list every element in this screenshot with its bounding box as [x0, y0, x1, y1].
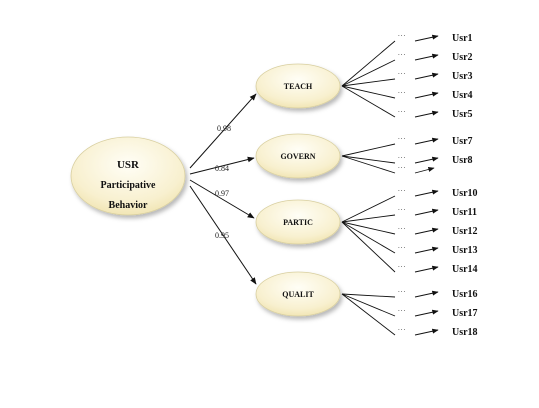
factor-to-item-line — [341, 214, 396, 223]
factor-to-item-line — [341, 85, 396, 99]
item-loading: ... — [398, 324, 406, 332]
path-coefficient: 0.98 — [217, 124, 231, 133]
path-coefficient: 0.95 — [215, 231, 229, 240]
factor-to-item-line — [341, 293, 396, 336]
factor-to-item-line — [341, 155, 396, 164]
item-label: Usr3 — [452, 71, 473, 82]
item-arrow — [414, 189, 439, 197]
nodes-layer — [70, 63, 341, 317]
item-label: Usr14 — [452, 264, 478, 275]
item-arrow — [414, 328, 439, 336]
item-arrow — [414, 167, 435, 174]
edges-layer — [189, 34, 439, 336]
factor-node-label: GOVERN — [280, 152, 315, 161]
factor-node-label: QUALIT — [282, 290, 314, 299]
root-node-label-line: Behavior — [109, 200, 148, 211]
item-arrow — [414, 227, 439, 235]
path-coefficient: 0.97 — [215, 189, 229, 198]
item-label: Usr11 — [452, 207, 477, 218]
factor-to-item-line — [341, 221, 396, 254]
item-label: Usr13 — [452, 245, 478, 256]
item-arrow — [414, 137, 439, 145]
factor-node — [255, 133, 341, 179]
item-loading: ... — [398, 106, 406, 114]
item-loading: ... — [398, 223, 406, 231]
item-arrow — [414, 72, 439, 80]
path-coefficient: 0.84 — [215, 164, 229, 173]
item-label: Usr18 — [452, 327, 478, 338]
item-arrow — [414, 53, 439, 61]
factor-to-item-line — [341, 40, 396, 87]
factor-to-item-line — [341, 143, 396, 157]
item-arrow — [414, 290, 439, 298]
item-loading: ... — [398, 49, 406, 57]
item-label: Usr12 — [452, 226, 478, 237]
item-loading: ... — [398, 261, 406, 269]
factor-to-item-line — [341, 59, 396, 87]
item-arrow — [414, 156, 439, 164]
item-label: Usr1 — [452, 33, 473, 44]
item-arrow — [414, 110, 439, 118]
factor-node — [255, 271, 341, 317]
root-to-factor-arrow — [189, 185, 257, 285]
root-to-factor-arrow — [189, 93, 257, 169]
item-label: Usr17 — [452, 308, 478, 319]
factor-to-item-line — [341, 195, 396, 223]
root-node — [70, 136, 186, 216]
item-loading: ... — [398, 87, 406, 95]
item-loading: ... — [398, 133, 406, 141]
item-arrow — [414, 91, 439, 99]
factor-to-item-line — [341, 221, 396, 235]
item-loading: ... — [398, 162, 406, 170]
factor-to-item-line — [341, 85, 396, 118]
item-arrow — [414, 309, 439, 317]
root-node-label-line: USR — [117, 159, 140, 171]
item-arrow — [414, 208, 439, 216]
factor-node — [255, 199, 341, 245]
factor-node — [255, 63, 341, 109]
item-label: Usr4 — [452, 90, 473, 101]
item-loading: ... — [398, 185, 406, 193]
item-loading: ... — [398, 242, 406, 250]
root-to-factor-arrow — [189, 156, 255, 175]
factor-to-item-line — [341, 221, 396, 273]
item-loading: ... — [398, 152, 406, 160]
root-to-factor-arrow — [189, 179, 255, 219]
item-label: Usr16 — [452, 289, 478, 300]
item-label: Usr10 — [452, 188, 478, 199]
item-arrow — [414, 265, 439, 273]
factor-to-item-line — [341, 78, 396, 87]
item-loading: ... — [398, 286, 406, 294]
factor-to-item-line — [341, 293, 396, 298]
item-label: Usr2 — [452, 52, 473, 63]
factor-to-item-line — [341, 155, 396, 174]
item-label: Usr8 — [452, 155, 473, 166]
item-loading: ... — [398, 305, 406, 313]
item-loading: ... — [398, 30, 406, 38]
item-label: Usr7 — [452, 136, 473, 147]
item-label: Usr5 — [452, 109, 473, 120]
root-node-label-line: Participative — [101, 180, 157, 191]
item-loading: ... — [398, 68, 406, 76]
factor-node-label: TEACH — [284, 82, 313, 91]
factor-to-item-line — [341, 293, 396, 317]
item-arrow — [414, 246, 439, 254]
item-loading: ... — [398, 204, 406, 212]
factor-node-label: PARTIC — [283, 218, 313, 227]
item-arrow — [414, 34, 439, 42]
